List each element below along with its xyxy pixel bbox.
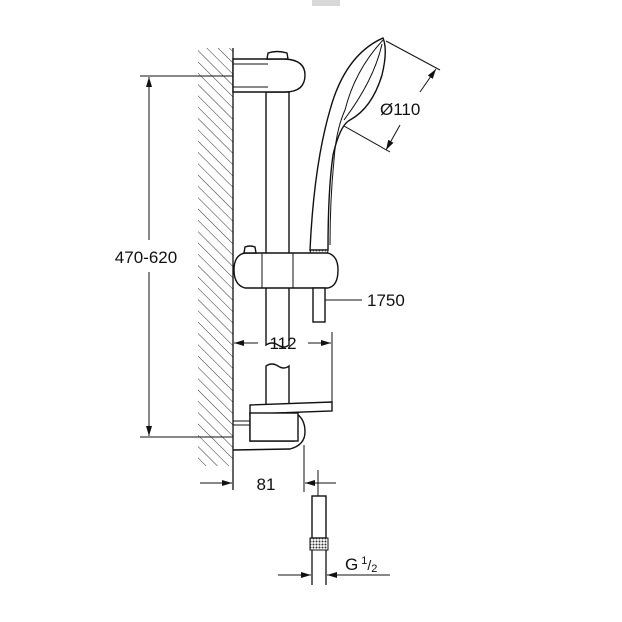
dimension-hose-length: 1750 bbox=[325, 291, 405, 310]
shower-rail bbox=[265, 91, 290, 406]
top-wall-bracket bbox=[232, 50, 306, 93]
wall bbox=[198, 48, 234, 490]
dimension-height: 470-620 bbox=[115, 75, 233, 438]
bracket-projection-label: 81 bbox=[257, 475, 276, 494]
hose-connector bbox=[309, 495, 329, 585]
rail-slider bbox=[233, 245, 339, 323]
hand-shower bbox=[309, 37, 386, 257]
dimension-rail-projection: 112 bbox=[234, 332, 333, 410]
top-edge-artifact bbox=[312, 0, 340, 6]
dimension-head-diameter: Ø110 bbox=[343, 40, 441, 153]
bottom-wall-bracket bbox=[232, 401, 333, 451]
height-range-label: 470-620 bbox=[115, 248, 177, 267]
hose-length-label: 1750 bbox=[367, 291, 405, 310]
dimension-bracket-projection: 81 bbox=[200, 445, 336, 496]
rail-projection-label: 112 bbox=[269, 334, 296, 353]
head-diameter-label: Ø110 bbox=[380, 100, 420, 119]
